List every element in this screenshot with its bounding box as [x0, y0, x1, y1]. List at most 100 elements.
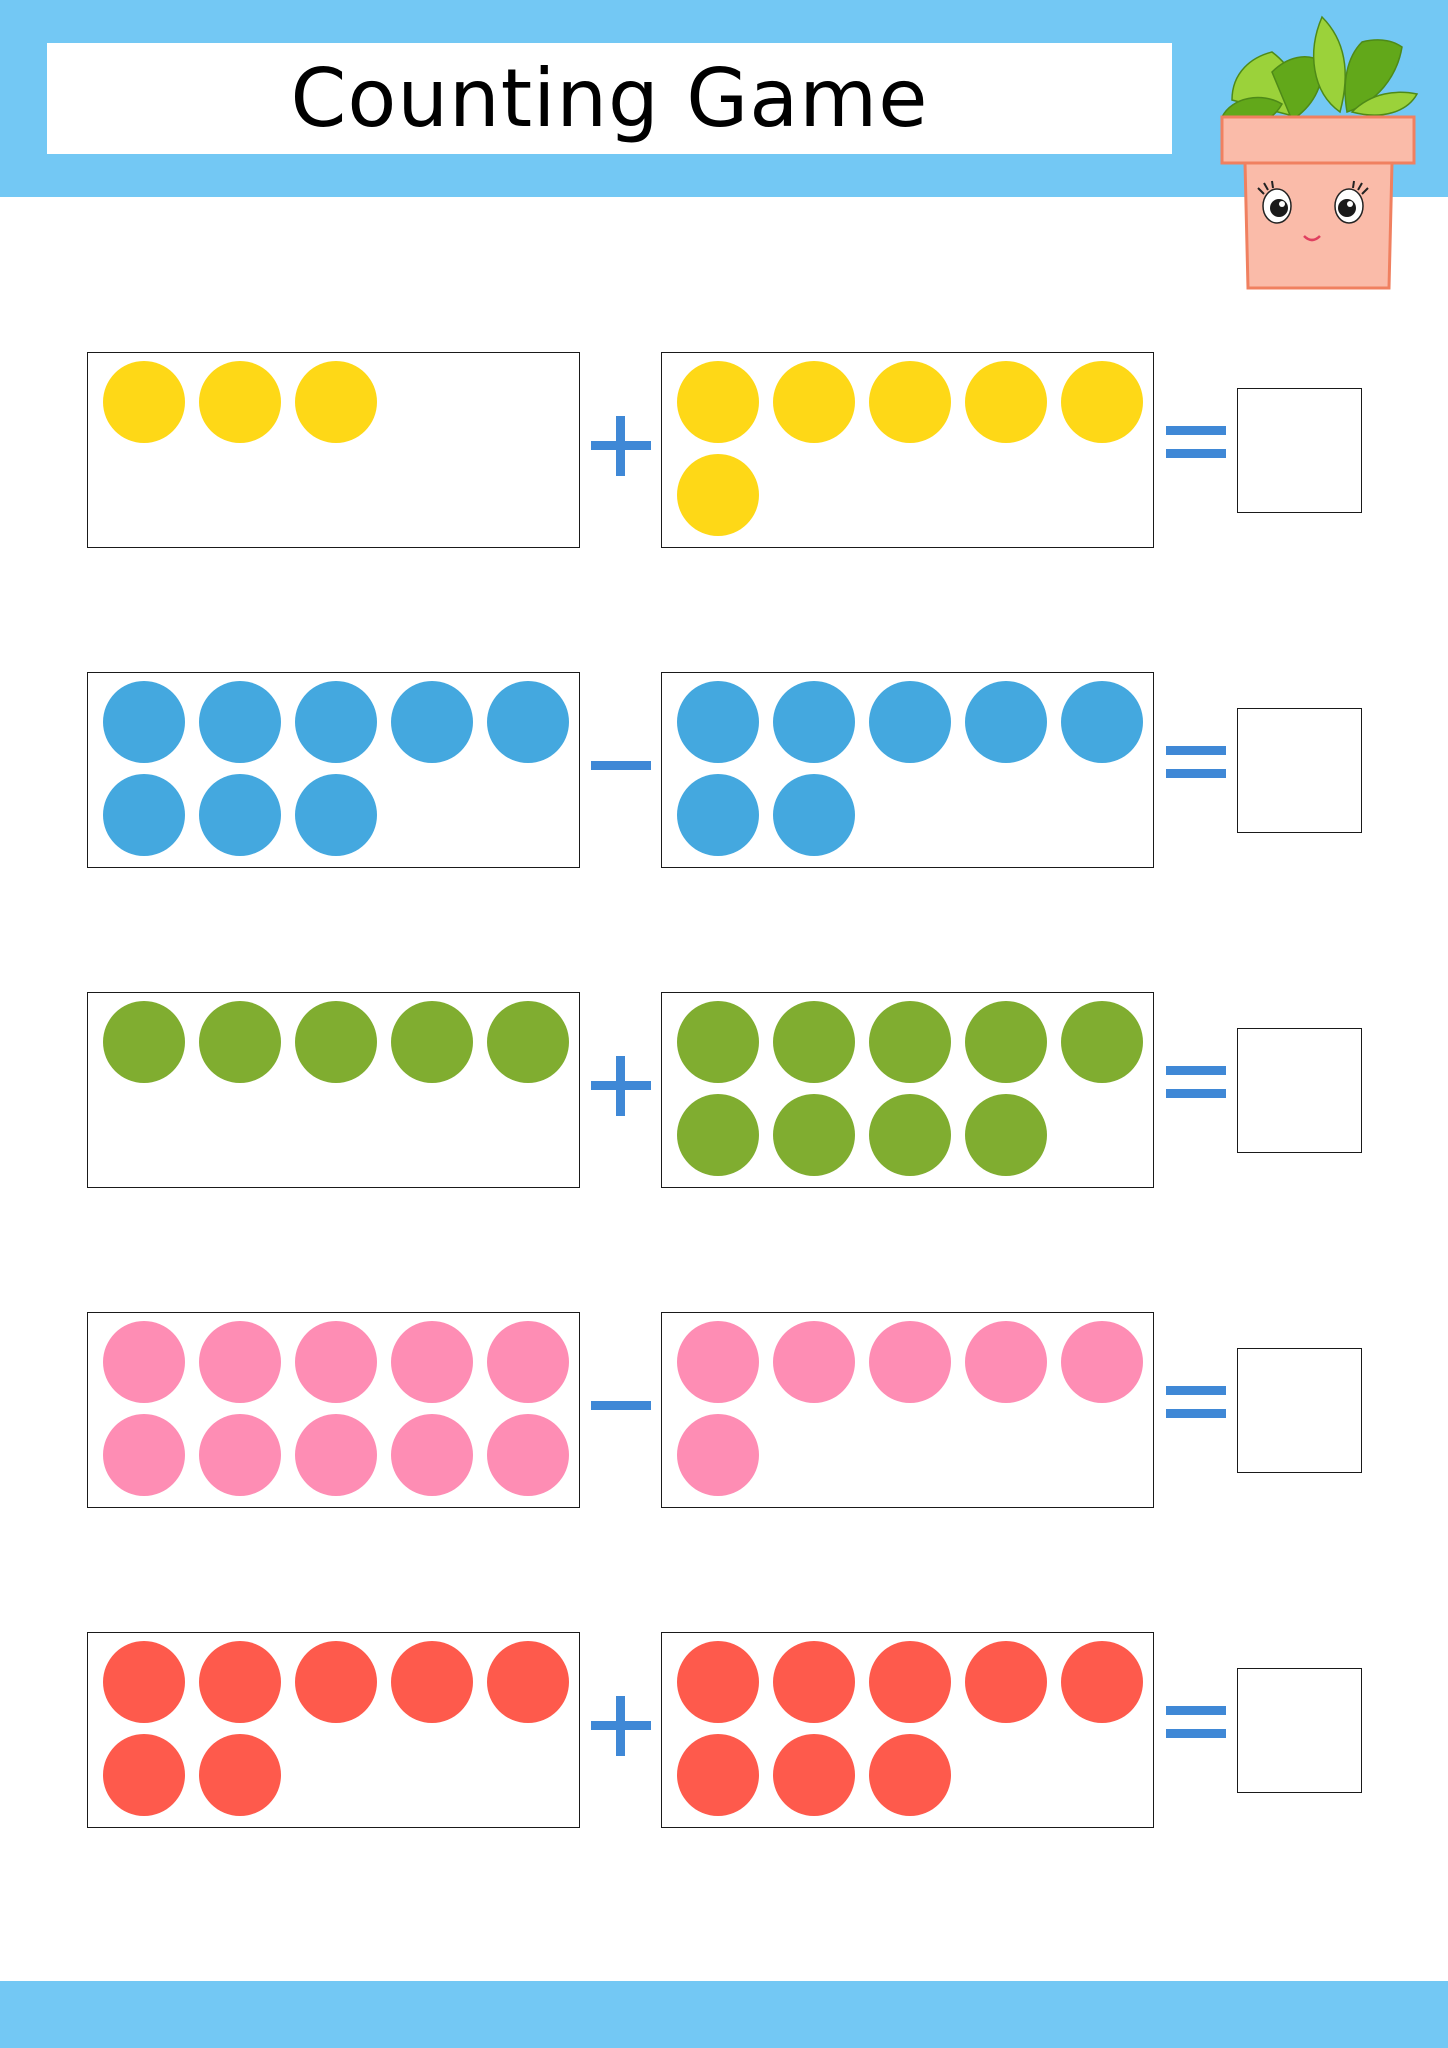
counter-dot: [677, 1641, 759, 1723]
counter-dot: [199, 774, 281, 856]
counter-dot: [773, 681, 855, 763]
counter-dot: [103, 1001, 185, 1083]
left-count-panel: [87, 1632, 580, 1828]
equals-icon: [1166, 1706, 1226, 1746]
plus-icon: [589, 1694, 653, 1758]
counter-dot: [869, 1321, 951, 1403]
equals-icon: [1166, 746, 1226, 786]
counter-dot: [295, 1414, 377, 1496]
counter-dot: [103, 1641, 185, 1723]
problem-row: [0, 1632, 1448, 1832]
right-count-panel: [661, 672, 1154, 868]
counter-dot: [487, 1321, 569, 1403]
counter-dot: [773, 1001, 855, 1083]
counter-dot: [103, 1321, 185, 1403]
problem-row: [0, 672, 1448, 872]
counter-dot: [295, 361, 377, 443]
counter-dot: [677, 454, 759, 536]
counter-dot: [869, 1094, 951, 1176]
counter-dot: [487, 1641, 569, 1723]
answer-value: [1238, 1349, 1361, 1472]
equals-icon: [1166, 1066, 1226, 1106]
counter-dot: [1061, 681, 1143, 763]
left-count-panel: [87, 992, 580, 1188]
counter-dot: [199, 1641, 281, 1723]
counter-dot: [965, 1641, 1047, 1723]
counter-dot: [103, 774, 185, 856]
potted-plant-mascot-icon: [1220, 12, 1422, 290]
counter-dot: [965, 1094, 1047, 1176]
counter-dot: [103, 681, 185, 763]
counter-dot: [295, 1001, 377, 1083]
counter-dot: [773, 361, 855, 443]
plus-icon: [589, 414, 653, 478]
counter-dot: [487, 1414, 569, 1496]
counter-dot: [869, 1001, 951, 1083]
problem-row: [0, 1312, 1448, 1512]
answer-box[interactable]: [1237, 1668, 1362, 1793]
answer-value: [1238, 389, 1361, 512]
counter-dot: [965, 361, 1047, 443]
counter-dot: [199, 681, 281, 763]
counter-dot: [103, 1414, 185, 1496]
equals-icon: [1166, 426, 1226, 466]
counter-dot: [677, 1321, 759, 1403]
counter-dot: [677, 1414, 759, 1496]
counter-dot: [965, 681, 1047, 763]
counter-dot: [199, 1001, 281, 1083]
counter-dot: [1061, 1321, 1143, 1403]
counter-dot: [391, 1321, 473, 1403]
counter-dot: [1061, 361, 1143, 443]
counter-dot: [391, 1414, 473, 1496]
right-count-panel: [661, 352, 1154, 548]
counter-dot: [295, 1321, 377, 1403]
counter-dot: [1061, 1641, 1143, 1723]
counter-dot: [391, 1001, 473, 1083]
counter-dot: [965, 1001, 1047, 1083]
page-title: Counting Game: [290, 51, 929, 145]
counter-dot: [1061, 1001, 1143, 1083]
answer-box[interactable]: [1237, 1028, 1362, 1153]
minus-icon: [589, 1374, 653, 1438]
counter-dot: [677, 1734, 759, 1816]
counter-dot: [199, 1414, 281, 1496]
counter-dot: [677, 774, 759, 856]
counter-dot: [773, 1734, 855, 1816]
counter-dot: [295, 681, 377, 763]
counter-dot: [295, 774, 377, 856]
counter-dot: [487, 681, 569, 763]
counter-dot: [773, 1321, 855, 1403]
counter-dot: [869, 361, 951, 443]
counter-dot: [773, 1094, 855, 1176]
counter-dot: [677, 1094, 759, 1176]
right-count-panel: [661, 1632, 1154, 1828]
counter-dot: [773, 774, 855, 856]
answer-value: [1238, 1669, 1361, 1792]
counter-dot: [391, 681, 473, 763]
counter-dot: [677, 1001, 759, 1083]
counter-dot: [677, 681, 759, 763]
left-count-panel: [87, 352, 580, 548]
counter-dot: [677, 361, 759, 443]
counter-dot: [199, 1734, 281, 1816]
answer-box[interactable]: [1237, 388, 1362, 513]
answer-box[interactable]: [1237, 708, 1362, 833]
counter-dot: [295, 1641, 377, 1723]
counter-dot: [869, 1734, 951, 1816]
counter-dot: [391, 1641, 473, 1723]
left-count-panel: [87, 1312, 580, 1508]
counter-dot: [869, 1641, 951, 1723]
footer-band: [0, 1981, 1448, 2048]
right-count-panel: [661, 992, 1154, 1188]
plus-icon: [589, 1054, 653, 1118]
problem-row: [0, 352, 1448, 552]
counter-dot: [773, 1641, 855, 1723]
right-count-panel: [661, 1312, 1154, 1508]
counter-dot: [487, 1001, 569, 1083]
minus-icon: [589, 734, 653, 798]
equals-icon: [1166, 1386, 1226, 1426]
problem-row: [0, 992, 1448, 1192]
answer-box[interactable]: [1237, 1348, 1362, 1473]
left-count-panel: [87, 672, 580, 868]
counter-dot: [103, 1734, 185, 1816]
